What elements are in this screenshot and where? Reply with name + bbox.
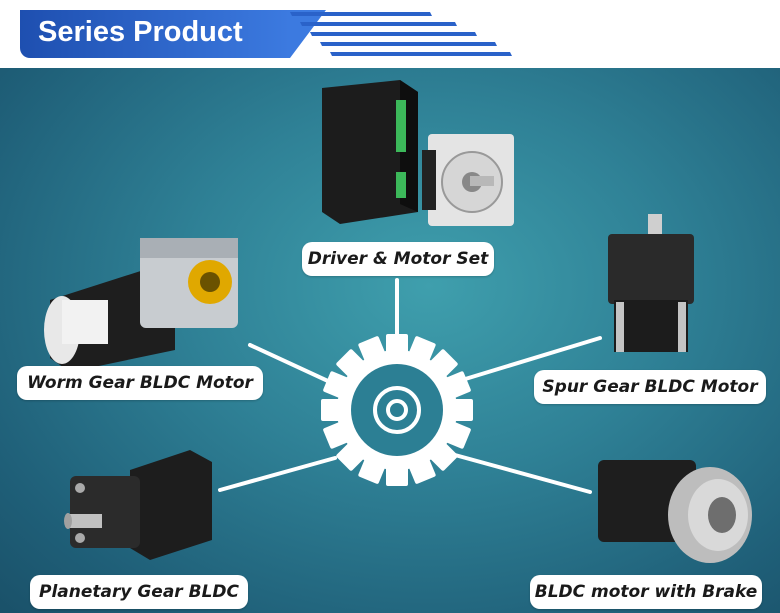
page-title: Series Product <box>38 16 243 48</box>
header: Series Product <box>0 0 780 68</box>
worm-gear-motor-image <box>44 238 238 372</box>
label-spur-gear-bldc-motor[interactable]: Spur Gear BLDC Motor <box>534 370 766 404</box>
driver-motor-set-image <box>322 80 514 226</box>
label-bldc-motor-with-brake[interactable]: BLDC motor with Brake <box>530 575 762 609</box>
label-worm-gear-bldc-motor[interactable]: Worm Gear BLDC Motor <box>17 366 263 400</box>
header-stripes <box>290 12 512 56</box>
label-planetary-gear-bldc[interactable]: Planetary Gear BLDC <box>30 575 248 609</box>
brake-motor-image <box>598 460 752 563</box>
gear-icon <box>321 334 473 486</box>
label-driver-motor-set[interactable]: Driver & Motor Set <box>302 242 494 276</box>
spur-gear-motor-image <box>608 214 694 352</box>
header-title-banner <box>20 10 326 58</box>
planetary-gear-motor-image <box>64 450 212 560</box>
